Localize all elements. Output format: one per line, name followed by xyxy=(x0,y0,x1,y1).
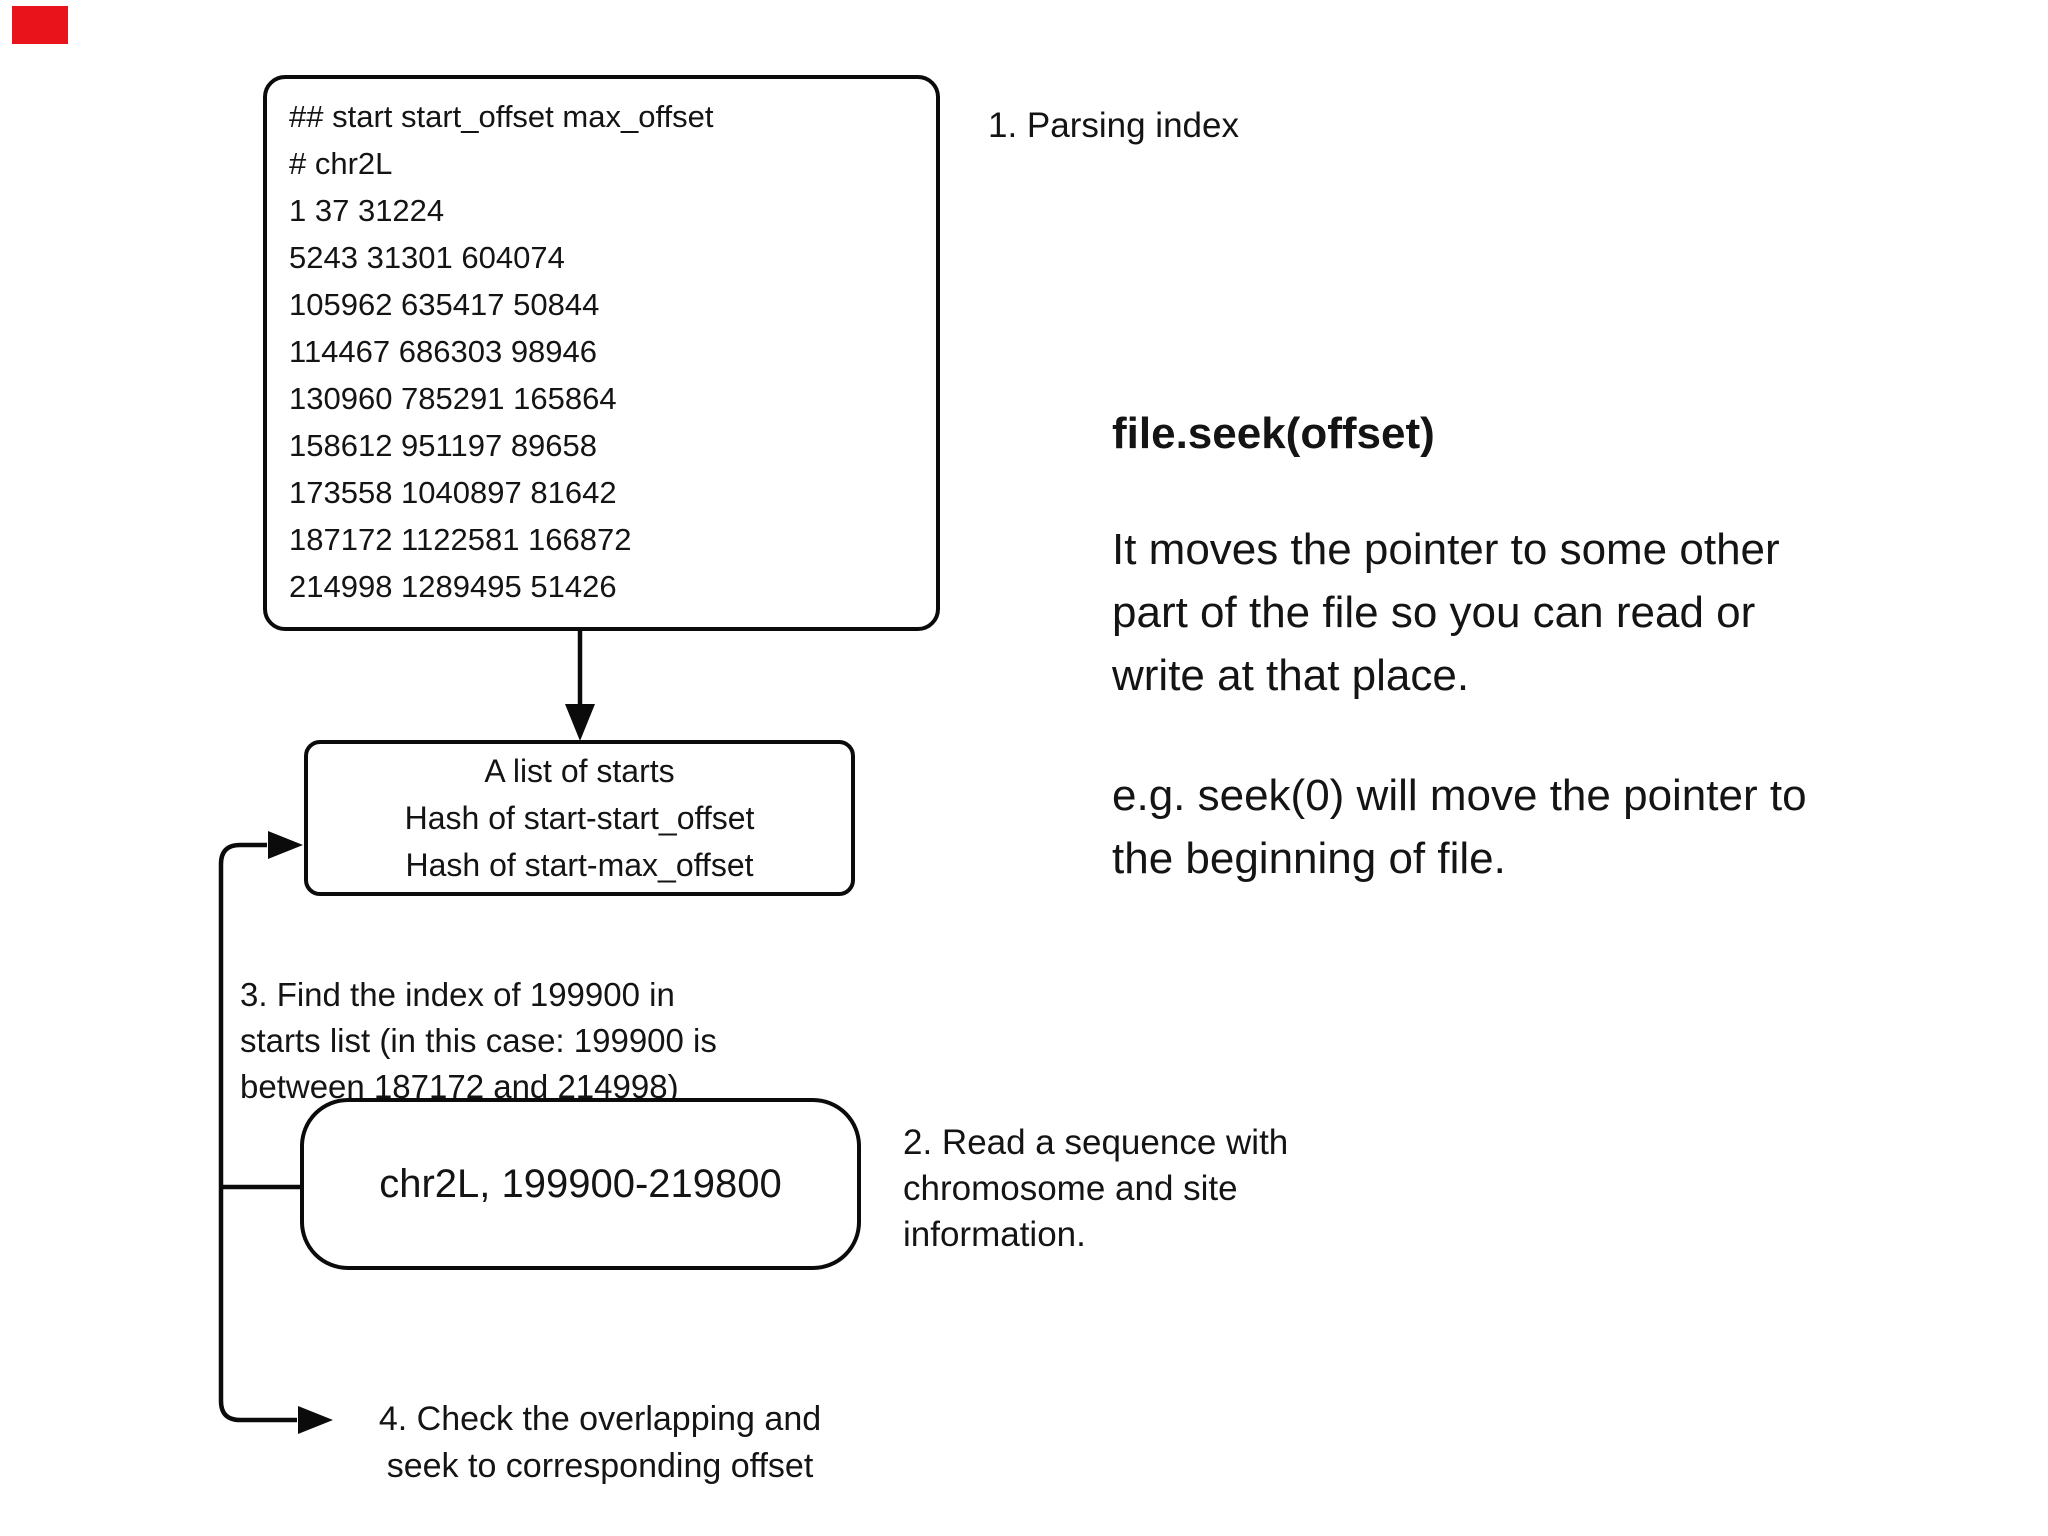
step1-label: 1. Parsing index xyxy=(988,106,1239,145)
index-line: 214998 1289495 51426 xyxy=(289,569,617,604)
step2-line: chromosome and site xyxy=(903,1169,1238,1208)
seek-title: file.seek(offset) xyxy=(1112,409,1435,458)
query-region-text: chr2L, 199900-219800 xyxy=(379,1161,782,1206)
starts-box-line: Hash of start-max_offset xyxy=(405,846,754,883)
index-line: 1 37 31224 xyxy=(289,193,445,228)
seek-body-line: part of the file so you can read or xyxy=(1112,588,1756,637)
starts-hash-box: A list of starts Hash of start-start_off… xyxy=(304,740,855,896)
step4-label: 4. Check the overlapping and seek to cor… xyxy=(320,1396,880,1490)
index-line: 187172 1122581 166872 xyxy=(289,522,632,557)
seek-explanation: file.seek(offset) It moves the pointer t… xyxy=(1112,402,1992,890)
index-line: ## start start_offset max_offset xyxy=(289,99,714,134)
index-line: # chr2L xyxy=(289,146,393,181)
starts-box-line: A list of starts xyxy=(484,752,675,789)
red-marker xyxy=(12,6,68,44)
query-region-box: chr2L, 199900-219800 xyxy=(300,1098,861,1270)
seek-body: It moves the pointer to some other part … xyxy=(1112,518,1992,707)
seek-example-line: the beginning of file. xyxy=(1112,834,1506,883)
index-line: 5243 31301 604074 xyxy=(289,240,565,275)
step3-line: starts list (in this case: 199900 is xyxy=(240,1022,717,1059)
step2-label: 2. Read a sequence with chromosome and s… xyxy=(903,1120,1288,1258)
step3-label: 3. Find the index of 199900 in starts li… xyxy=(240,972,717,1110)
seek-example: e.g. seek(0) will move the pointer to th… xyxy=(1112,764,1992,890)
step2-line: information. xyxy=(903,1215,1086,1254)
loop-connector-line xyxy=(218,842,297,1423)
step3-line: 3. Find the index of 199900 in xyxy=(240,976,675,1013)
index-line: 130960 785291 165864 xyxy=(289,381,617,416)
arrow-index-to-starts-head xyxy=(565,704,595,741)
step2-line: 2. Read a sequence with xyxy=(903,1123,1289,1162)
seek-body-line: It moves the pointer to some other xyxy=(1112,525,1780,574)
index-line: 173558 1040897 81642 xyxy=(289,475,617,510)
starts-box-line: Hash of start-start_offset xyxy=(404,799,755,836)
index-data-box: ## start start_offset max_offset # chr2L… xyxy=(263,75,940,631)
seek-example-line: e.g. seek(0) will move the pointer to xyxy=(1112,771,1807,820)
index-line: 105962 635417 50844 xyxy=(289,287,600,322)
arrow-into-starts-head xyxy=(268,831,303,859)
step4-line: 4. Check the overlapping and xyxy=(378,1400,822,1438)
index-line: 158612 951197 89658 xyxy=(289,428,598,463)
step4-line: seek to corresponding offset xyxy=(386,1447,814,1485)
index-line: 114467 686303 98946 xyxy=(289,334,598,369)
seek-body-line: write at that place. xyxy=(1112,651,1470,700)
